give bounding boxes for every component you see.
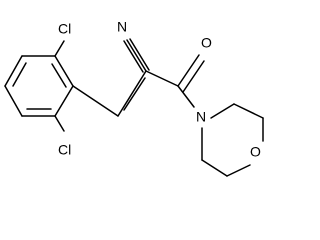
bond-vinyl-double <box>117 70 147 117</box>
atom-morpholine-o: O <box>250 144 261 160</box>
ring-bond-1 <box>54 55 74 87</box>
ring-bond-1-inner <box>51 63 67 88</box>
ring-bond-3-inner <box>12 62 27 87</box>
bond-nitrile-3 <box>129 38 150 71</box>
bond-nitrile-2 <box>123 40 144 73</box>
bond-alpha-carbonyl <box>145 70 179 87</box>
morpholine-ring <box>201 103 264 177</box>
atom-cl-top: Cl <box>58 21 71 37</box>
benzene-ring <box>4 55 74 117</box>
bond-carbonyl-o <box>177 54 200 87</box>
bond-ring-vinyl <box>72 85 119 117</box>
bond-nitrile-1 <box>126 39 147 72</box>
bond-c-cl-bottom <box>54 115 65 132</box>
atom-cl-bottom: Cl <box>58 142 71 158</box>
morpholine-bond-c3-c4 <box>201 159 228 177</box>
morpholine-bond-n-c1 <box>210 103 235 119</box>
morpholine-bond-o-c3 <box>226 164 251 177</box>
chemical-structure: Cl Cl N O N O <box>4 19 264 177</box>
ring-bond-6 <box>54 85 74 117</box>
bond-vinyl-double-inner <box>123 77 146 111</box>
atom-nitrile-n: N <box>117 19 127 35</box>
atom-carbonyl-o: O <box>201 35 212 51</box>
ring-bond-4 <box>4 85 23 117</box>
morpholine-bond-c1-c2 <box>233 103 264 119</box>
atom-amide-n: N <box>196 109 206 125</box>
bond-c-cl-top <box>54 40 65 57</box>
bond-carbonyl-o-inner <box>182 60 205 93</box>
bond-carbonyl-n <box>177 85 195 108</box>
ring-bond-3 <box>4 55 23 87</box>
